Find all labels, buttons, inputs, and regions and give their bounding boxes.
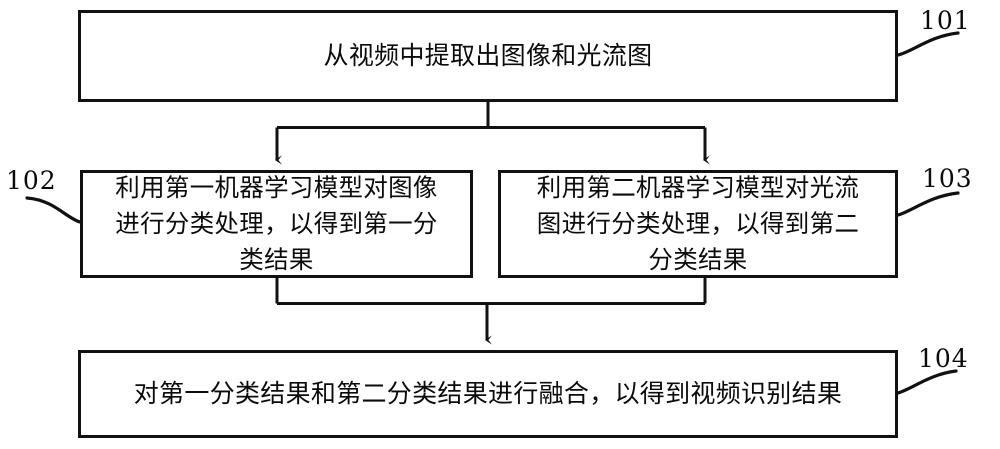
process-box-101-text: 从视频中提取出图像和光流图 [323,41,653,71]
reference-label-101: 101 [920,6,971,35]
reference-label-104: 104 [918,344,969,373]
leader-line-104 [896,369,958,395]
process-box-104-text: 对第一分类结果和第二分类结果进行融合，以得到视频识别结果 [133,379,843,409]
process-box-103-text: 利用第二机器学习模型对光流 图进行分类处理，以得到第二 分类结果 [536,173,860,274]
process-box-103: 利用第二机器学习模型对光流 图进行分类处理，以得到第二 分类结果 [498,170,898,278]
reference-label-103: 103 [922,164,973,193]
process-box-104: 对第一分类结果和第二分类结果进行融合，以得到视频识别结果 [78,350,898,438]
process-box-102: 利用第一机器学习模型对图像 进行分类处理，以得到第一分 类结果 [80,170,473,278]
process-box-102-text: 利用第一机器学习模型对图像 进行分类处理，以得到第一分 类结果 [115,173,438,274]
leader-line-102 [25,196,82,224]
leader-line-101 [896,31,960,57]
leader-line-103 [896,191,960,217]
process-box-101: 从视频中提取出图像和光流图 [78,10,898,102]
reference-label-102: 102 [6,166,57,195]
